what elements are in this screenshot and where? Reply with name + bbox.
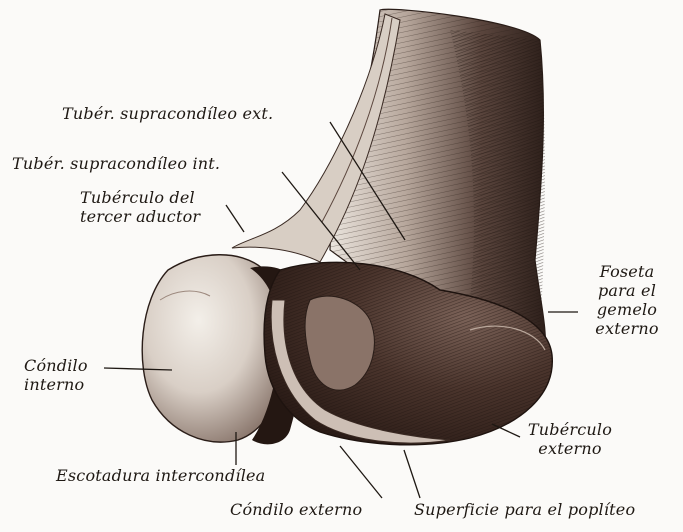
label-tuberculo-tercer-aductor-line1: Tubérculo del <box>80 188 200 207</box>
label-foseta-line3: gemelo <box>582 300 672 319</box>
label-foseta: Foseta para el gemelo externo <box>582 262 672 338</box>
label-condilo-externo: Cóndilo externo <box>230 500 362 519</box>
label-tuberculo-tercer-aductor: Tubérculo del tercer aductor <box>80 188 200 226</box>
label-superficie-popliteo: Superficie para el poplíteo <box>414 500 635 519</box>
label-foseta-line2: para el <box>582 281 672 300</box>
label-tuberculo-externo-line2: externo <box>520 439 620 458</box>
label-condilo-interno-line2: interno <box>24 375 88 394</box>
leader-tuberculo-externo <box>492 424 520 437</box>
leader-condilo-externo <box>340 446 382 498</box>
label-tuberculo-tercer-aductor-line2: tercer aductor <box>80 207 200 226</box>
medial-condyle <box>142 255 283 442</box>
label-tuber-supracondileo-ext: Tubér. supracondíleo ext. <box>62 104 273 123</box>
label-condilo-interno-line1: Cóndilo <box>24 356 88 375</box>
label-tuberculo-externo-line1: Tubérculo <box>520 420 620 439</box>
label-tuberculo-externo: Tubérculo externo <box>520 420 620 458</box>
leader-superficie-popliteo <box>404 450 420 498</box>
label-foseta-line4: externo <box>582 319 672 338</box>
label-escotadura-intercondilea: Escotadura intercondílea <box>56 466 265 485</box>
label-foseta-line1: Foseta <box>582 262 672 281</box>
label-tuber-supracondileo-int: Tubér. supracondíleo int. <box>12 154 220 173</box>
leader-tuberculo-tercer-aductor <box>226 205 244 232</box>
label-condilo-interno: Cóndilo interno <box>24 356 88 394</box>
